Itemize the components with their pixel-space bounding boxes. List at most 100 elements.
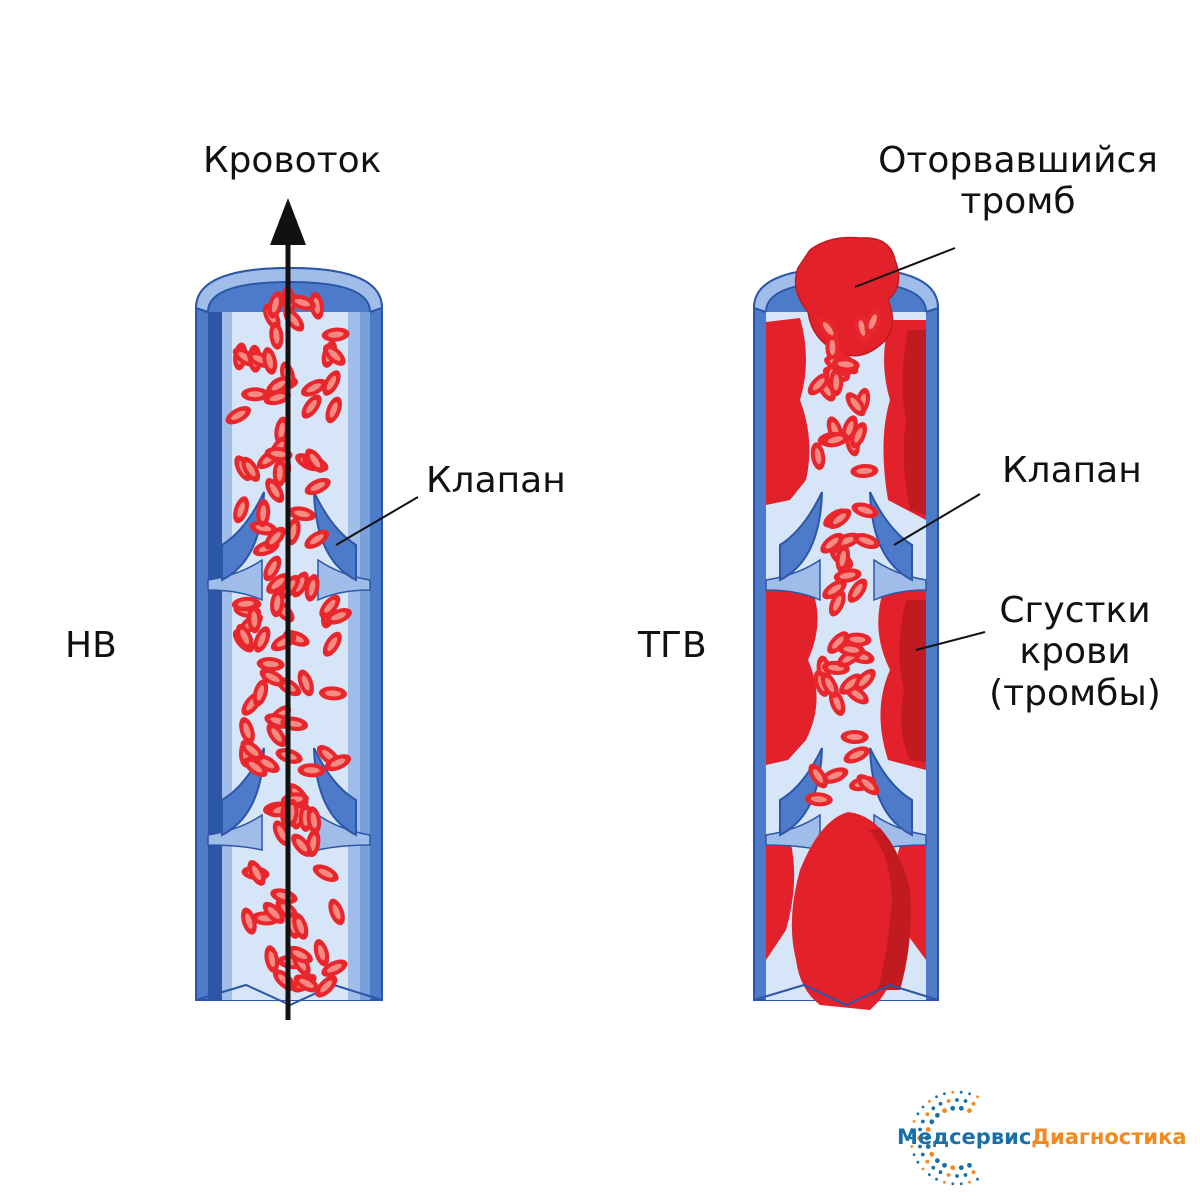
flow-label: Кровоток — [203, 140, 382, 181]
logo-dot — [931, 1106, 936, 1111]
logo-dot — [935, 1158, 940, 1164]
red-blood-cell — [843, 746, 870, 764]
red-blood-cell — [864, 308, 882, 336]
red-blood-cell — [291, 833, 313, 857]
logo-dot — [955, 1098, 959, 1102]
logo-dot — [909, 1136, 913, 1140]
red-blood-cell — [325, 396, 342, 424]
detached-clot-leader — [854, 247, 956, 288]
logo-dot — [935, 1112, 940, 1118]
red-blood-cell — [850, 463, 879, 479]
clots-label-line1: Сгустки — [999, 590, 1151, 631]
red-blood-cell — [808, 763, 828, 789]
red-blood-cell — [856, 774, 880, 796]
clots-label: Сгустки крови (тромбы) — [975, 590, 1175, 714]
red-blood-cell — [312, 864, 339, 882]
red-blood-cell — [240, 739, 264, 761]
red-blood-cell — [241, 907, 257, 935]
logo-dot — [971, 1101, 976, 1106]
red-blood-cell — [297, 669, 314, 697]
red-blood-cell — [313, 939, 330, 967]
logo-text-part1: Медсервис — [897, 1125, 1032, 1149]
logo-text: МедсервисДиагностика — [897, 1125, 1187, 1149]
red-blood-cell — [263, 390, 291, 406]
logo-dot — [924, 1135, 930, 1141]
red-blood-cell — [288, 294, 316, 311]
red-blood-cell — [262, 347, 278, 375]
red-blood-cell — [247, 860, 266, 886]
red-blood-cell — [845, 392, 866, 417]
logo-mark — [909, 1090, 979, 1186]
red-blood-cell — [264, 526, 286, 550]
red-blood-cell — [309, 291, 324, 320]
dvt-wall-clot-left-mid — [766, 585, 818, 765]
logo-dot — [968, 1092, 971, 1096]
logo-dot — [910, 1128, 914, 1131]
red-blood-cell — [304, 477, 331, 496]
red-blood-cell — [853, 532, 880, 550]
logo-dot — [912, 1120, 916, 1123]
logo-dot — [958, 1165, 964, 1171]
logo-dot — [963, 1173, 968, 1177]
red-blood-cell — [225, 406, 252, 425]
logo-dot — [918, 1144, 922, 1149]
red-blood-cell — [818, 316, 839, 341]
red-blood-cell — [323, 344, 346, 366]
red-blood-cell — [256, 499, 271, 528]
red-blood-cell — [267, 291, 284, 319]
red-blood-cell — [265, 478, 285, 503]
logo-dot — [917, 1136, 921, 1140]
normal-vein-rim — [194, 266, 384, 314]
logo-dot — [920, 1119, 925, 1124]
red-blood-cell — [249, 520, 278, 536]
logo-dot — [931, 1165, 936, 1170]
logo-dot — [968, 1180, 971, 1184]
dvt-vein-blood-cells — [804, 308, 882, 807]
red-blood-cell — [293, 974, 320, 993]
red-blood-cell — [241, 387, 270, 402]
logo-dot — [929, 1119, 935, 1125]
red-blood-cell — [272, 458, 287, 487]
red-blood-cell — [821, 767, 849, 784]
red-blood-cell — [837, 642, 866, 657]
red-blood-cell — [262, 901, 285, 924]
logo-dot — [943, 1180, 946, 1184]
red-blood-cell — [300, 378, 327, 397]
logo-dot — [927, 1099, 931, 1103]
red-blood-cell — [319, 686, 347, 701]
logo-dot — [916, 1160, 920, 1164]
clots-label-line2: крови — [1019, 631, 1131, 673]
valve-right-leader — [893, 493, 981, 546]
red-blood-cell — [286, 945, 313, 964]
logo-dot — [921, 1167, 925, 1171]
dvt-valve-right-lower — [869, 747, 913, 837]
logo-dot — [916, 1112, 920, 1116]
logo-dot — [938, 1170, 943, 1175]
red-blood-cell — [822, 579, 847, 600]
red-blood-cell — [835, 544, 851, 573]
red-blood-cell — [315, 975, 338, 998]
red-blood-cell — [328, 898, 345, 926]
detached-clot-label-line2: тромб — [960, 181, 1076, 223]
red-blood-cell — [851, 502, 879, 519]
red-blood-cell — [305, 448, 325, 473]
normal-vein-label: НВ — [65, 625, 117, 666]
logo-dot — [912, 1153, 916, 1156]
dvt-valve-left-upper — [779, 491, 823, 582]
red-blood-cell — [322, 370, 341, 396]
red-blood-cell — [297, 763, 326, 778]
logo-dot — [959, 1182, 963, 1186]
red-blood-cell — [304, 574, 320, 602]
logo-dot — [942, 1108, 947, 1114]
logo-dot — [946, 1173, 951, 1177]
logo-dot — [950, 1105, 956, 1111]
logo-dot — [943, 1092, 946, 1096]
clots-leader — [915, 631, 986, 651]
blood-flow-arrow — [270, 198, 306, 1020]
red-blood-cell — [324, 754, 352, 772]
red-blood-cell — [235, 623, 254, 650]
logo-dot — [938, 1101, 943, 1106]
logo-text-part2: Диагностика — [1031, 1125, 1187, 1149]
logo-dot — [925, 1112, 930, 1117]
